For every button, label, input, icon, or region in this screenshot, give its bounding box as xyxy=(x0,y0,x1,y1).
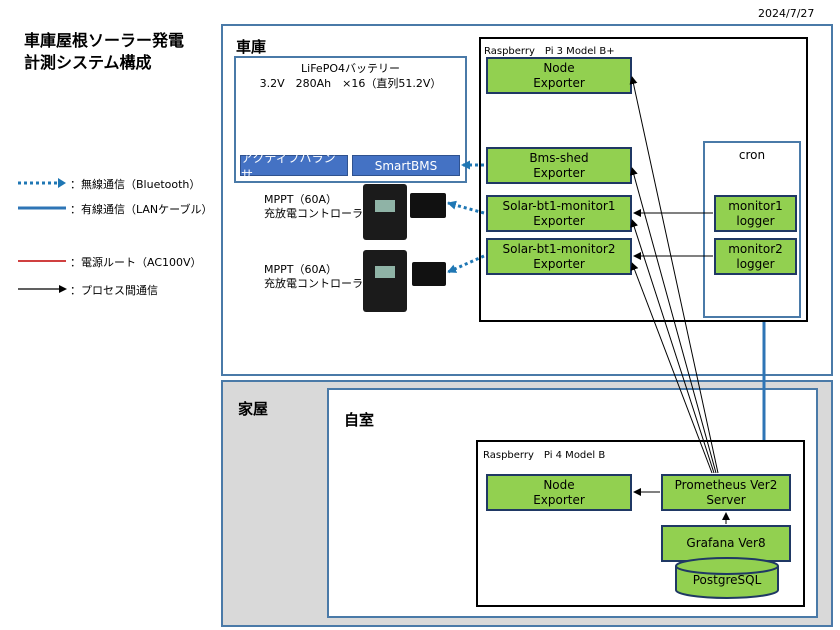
mppt2-device xyxy=(363,250,407,312)
bt-link-mppt2 xyxy=(447,254,485,274)
prom-to-solar2 xyxy=(630,262,713,474)
rpi4-node-exporter: Node Exporter xyxy=(486,474,632,511)
prometheus-server-line-1: Prometheus Ver2 xyxy=(674,477,778,492)
house-label: 家屋 xyxy=(238,400,269,418)
mppt1-label: MPPT（60A） 充放電コントローラ1 xyxy=(264,193,370,221)
postgresql-label: PostgreSQL xyxy=(692,573,762,587)
room-label: 自室 xyxy=(344,411,375,429)
prometheus-server-line-2: Server xyxy=(706,492,746,507)
rpi4-node-exporter-line-2: Exporter xyxy=(533,492,585,507)
legend-process: ：プロセス間通信 xyxy=(70,284,158,297)
monitor1-logger: monitor1 logger xyxy=(714,195,797,232)
date-label: 2024/7/27 xyxy=(758,7,815,20)
rpi3-node-exporter: Node Exporter xyxy=(486,57,632,94)
cron-label: cron xyxy=(738,148,766,162)
mppt2-line-1: MPPT（60A） xyxy=(264,263,337,276)
bms-shed-exporter-line-1: Bms-shed xyxy=(529,150,589,165)
solar-monitor1-exporter-line-1: Solar-bt1-monitor1 xyxy=(502,198,616,213)
smart-bms: SmartBMS xyxy=(352,155,460,176)
prometheus-server: Prometheus Ver2 Server xyxy=(661,474,791,511)
monitor2-logger: monitor2 logger xyxy=(714,238,797,275)
postgresql-cylinder xyxy=(675,557,779,599)
legend-wired: ：有線通信（LANケーブル） xyxy=(70,203,213,216)
rpi3-node-exporter-line-1: Node xyxy=(543,60,575,75)
mppt2-label: MPPT（60A） 充放電コントローラ2 xyxy=(264,263,370,291)
bms-shed-exporter: Bms-shed Exporter xyxy=(486,147,632,184)
legend-wireless: ：無線通信（Bluetooth） xyxy=(70,178,201,191)
legend: ：無線通信（Bluetooth） ：有線通信（LANケーブル） ：電源ルート（A… xyxy=(18,174,218,304)
mppt2-line-2: 充放電コントローラ2 xyxy=(264,277,370,290)
solar-monitor1-exporter: Solar-bt1-monitor1 Exporter xyxy=(486,195,632,232)
title-line-1: 車庫屋根ソーラー発電 xyxy=(24,31,185,50)
mppt1-device xyxy=(363,184,407,240)
battery-title: LiFePO4バッテリー xyxy=(301,62,400,75)
legend-lines xyxy=(18,178,67,293)
bt-link-mppt1 xyxy=(447,200,485,215)
bms-shed-exporter-line-2: Exporter xyxy=(533,165,585,180)
monitor1-logger-line-1: monitor1 xyxy=(728,198,783,213)
rpi3-label: Raspberry Pi 3 Model B+ xyxy=(484,46,615,57)
solar-monitor2-exporter-line-1: Solar-bt1-monitor2 xyxy=(502,241,616,256)
title-line-2: 計測システム構成 xyxy=(24,53,152,72)
legend-power: ：電源ルート（AC100V） xyxy=(70,256,202,269)
prom-to-rpi3-node xyxy=(629,76,719,474)
bt2-dongle xyxy=(412,262,446,286)
solar-monitor2-exporter: Solar-bt1-monitor2 Exporter xyxy=(486,238,632,275)
battery-spec: 3.2V 280Ah ×16（直列51.2V） xyxy=(259,77,442,90)
rpi4-node-exporter-line-1: Node xyxy=(543,477,575,492)
prom-to-bms xyxy=(630,167,717,474)
page-title: 車庫屋根ソーラー発電 計測システム構成 xyxy=(24,30,184,74)
solar-monitor2-exporter-line-2: Exporter xyxy=(533,256,585,271)
mppt1-line-2: 充放電コントローラ1 xyxy=(264,207,370,220)
monitor2-logger-line-2: logger xyxy=(736,256,775,271)
rpi3-node-exporter-line-2: Exporter xyxy=(533,75,585,90)
bt1-dongle xyxy=(410,193,446,218)
rpi4-label: Raspberry Pi 4 Model B xyxy=(483,450,606,461)
monitor1-logger-line-2: logger xyxy=(736,213,775,228)
monitor2-logger-line-1: monitor2 xyxy=(728,241,783,256)
prom-to-solar1 xyxy=(630,219,715,474)
mppt1-line-1: MPPT（60A） xyxy=(264,193,337,206)
garage-label: 車庫 xyxy=(236,38,267,56)
solar-monitor1-exporter-line-2: Exporter xyxy=(533,213,585,228)
